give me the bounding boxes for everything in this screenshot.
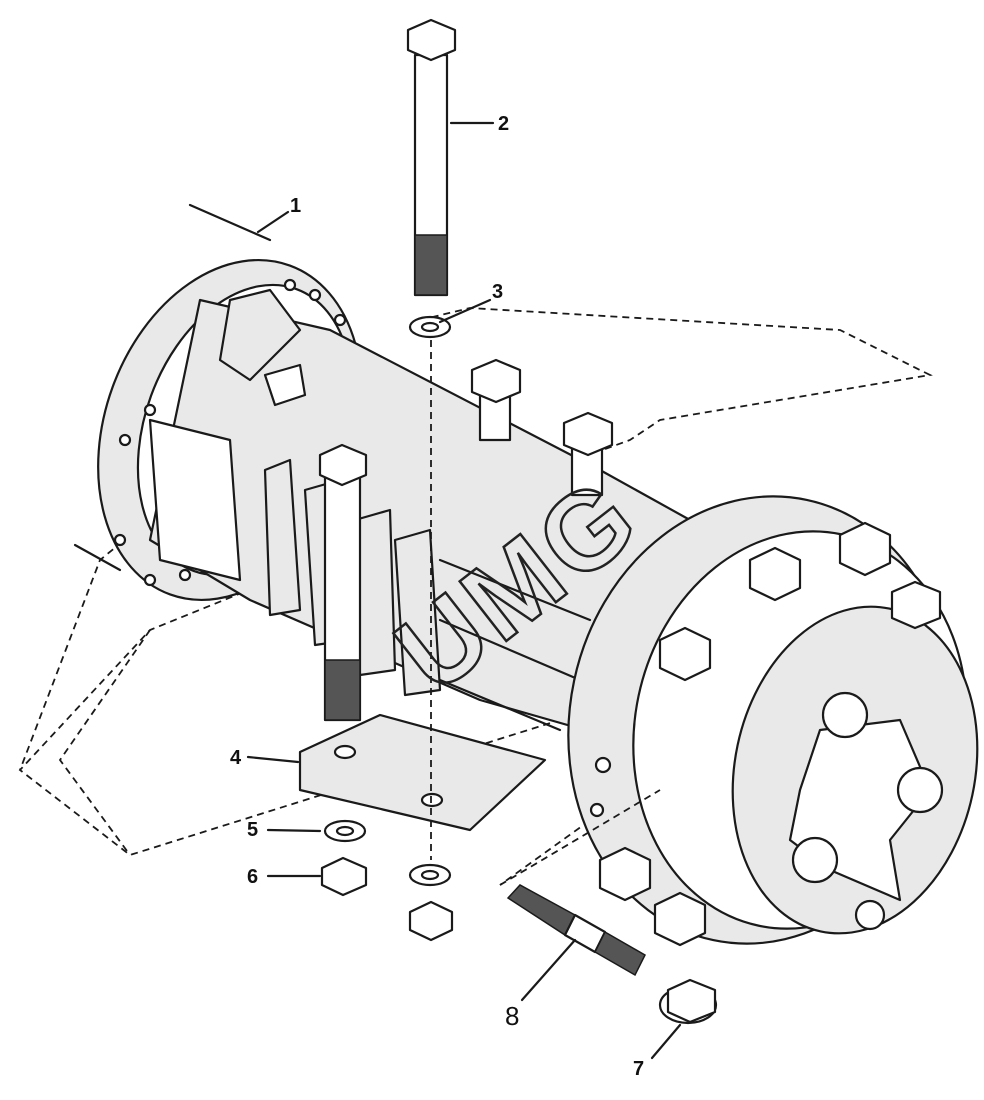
callout-7: 7 xyxy=(633,1058,644,1080)
wheel-hub xyxy=(567,495,979,947)
flange-nut xyxy=(658,978,718,1025)
spring-plate xyxy=(298,713,547,832)
callout-8: 8 xyxy=(505,1001,519,1031)
hub-nuts xyxy=(598,521,942,947)
callout-5: 5 xyxy=(247,819,258,841)
axle-housing xyxy=(73,203,692,742)
callout-3: 3 xyxy=(492,281,503,303)
callout-6: 6 xyxy=(247,866,258,888)
long-bolt xyxy=(406,18,457,860)
callout-leaders xyxy=(246,121,682,1060)
callout-4: 4 xyxy=(230,747,242,769)
housing-bolt-holes xyxy=(113,278,347,587)
housing-bolts xyxy=(318,358,614,722)
wheel-stud xyxy=(499,789,661,977)
hex-nut xyxy=(320,856,368,897)
washer xyxy=(323,819,367,843)
callout-1: 1 xyxy=(290,195,301,217)
callout-2: 2 xyxy=(498,113,509,135)
